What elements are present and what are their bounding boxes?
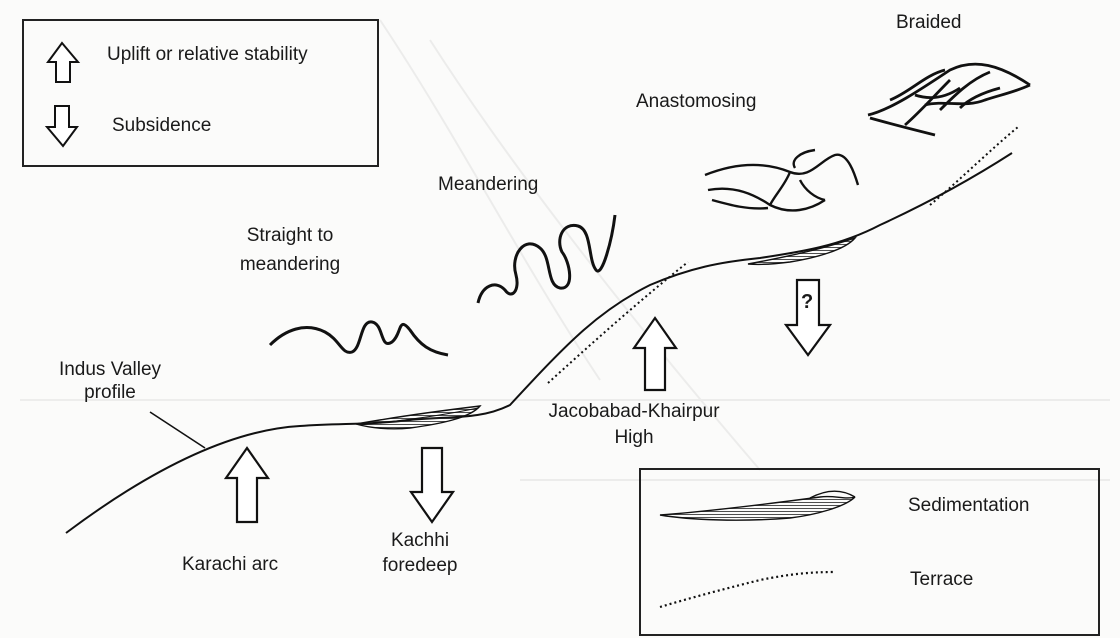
legend-subsidence-label: Subsidence	[112, 114, 211, 138]
profile-leader-line	[150, 412, 205, 448]
kachhi-foredeep-label: Kachhi foredeep	[382, 528, 457, 578]
uncertain-question-mark: ?	[801, 290, 813, 314]
indus-valley-profile-label: Indus Valley profile	[59, 358, 161, 404]
legend-terrace-label: Terrace	[910, 568, 973, 592]
legend-box-bottom	[639, 468, 1100, 636]
anastomosing-channels	[705, 150, 858, 210]
anastomosing-label: Anastomosing	[636, 90, 756, 114]
legend-sedimentation-label: Sedimentation	[908, 494, 1029, 518]
karachi-arc-label: Karachi arc	[182, 553, 278, 577]
braided-label: Braided	[896, 11, 962, 35]
jacobabad-high-uplift-arrow	[634, 318, 676, 390]
karachi-arc-uplift-arrow	[226, 448, 268, 522]
meandering-channel	[478, 215, 615, 303]
legend-box-top	[22, 19, 379, 167]
jacobabad-khairpur-high-label: Jacobabad-Khairpur High	[548, 399, 719, 451]
braided-channels	[868, 64, 1030, 135]
meandering-label: Meandering	[438, 173, 538, 197]
sedimentation-wedge-kachhi	[356, 406, 480, 429]
straight-to-meandering-channel	[270, 322, 448, 355]
straight-to-meandering-label: Straight to meandering	[240, 221, 340, 279]
legend-uplift-label: Uplift or relative stability	[107, 43, 308, 67]
kachhi-foredeep-subsidence-arrow	[411, 448, 453, 522]
